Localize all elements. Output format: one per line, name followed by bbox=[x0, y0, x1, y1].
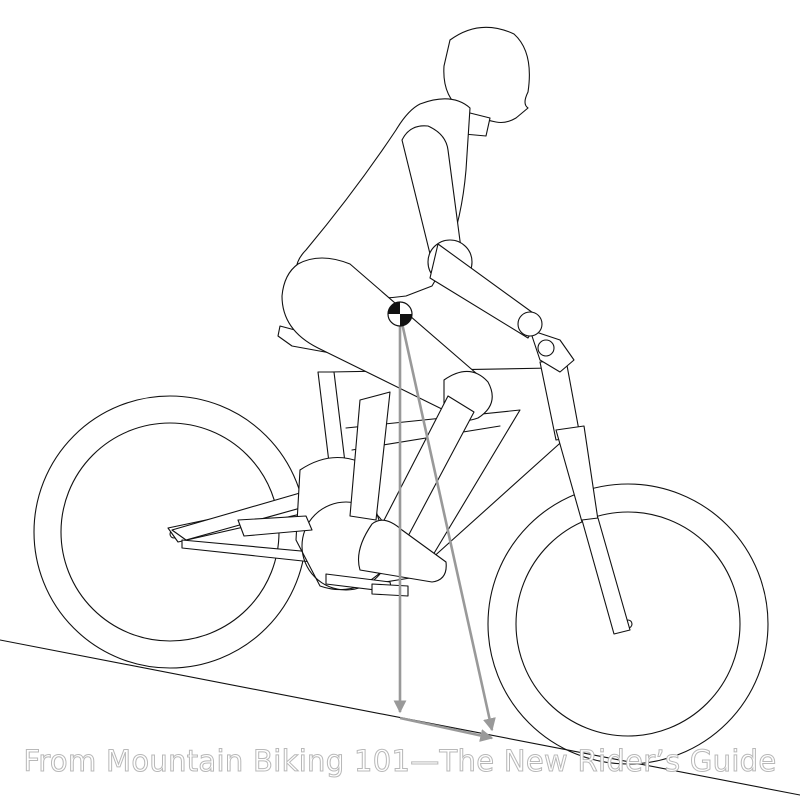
center-of-gravity-icon bbox=[388, 302, 412, 326]
component-vector bbox=[400, 718, 492, 738]
image-caption: From Mountain Biking 101—The New Rider’s… bbox=[0, 744, 800, 778]
